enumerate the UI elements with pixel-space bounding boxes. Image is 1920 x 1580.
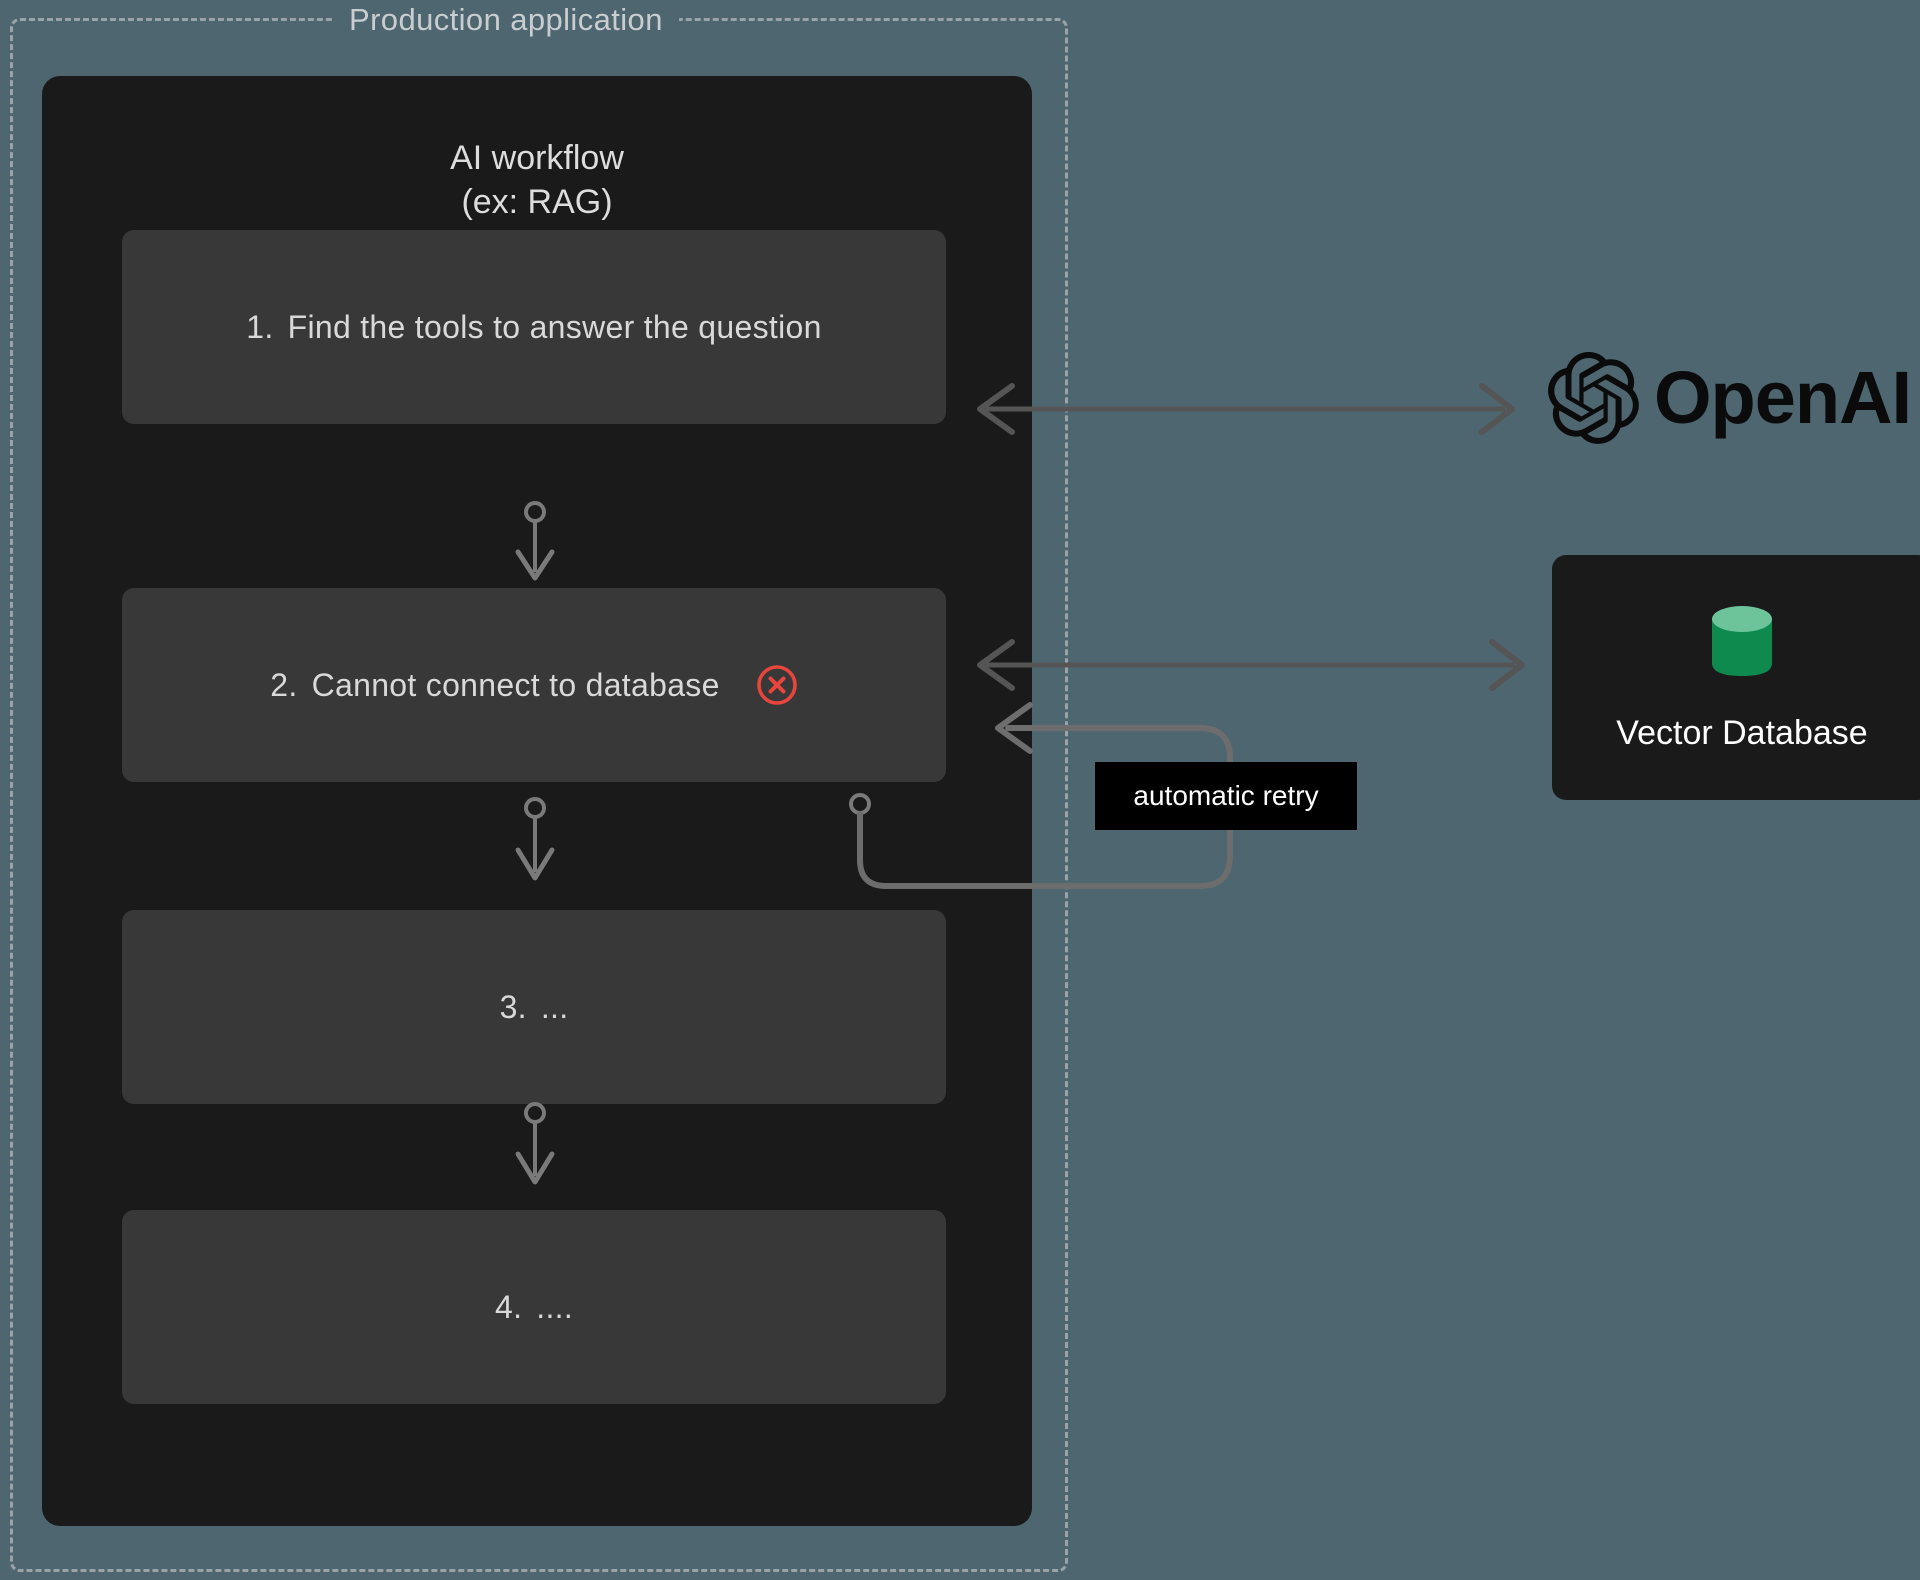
openai-wordmark: OpenAI <box>1654 356 1912 439</box>
workflow-step-1[interactable]: 1. Find the tools to answer the question <box>122 230 946 424</box>
step-4-number: 4. <box>494 1288 523 1325</box>
workflow-step-4[interactable]: 4..... <box>122 1210 946 1404</box>
vector-database-card[interactable]: Vector Database <box>1552 555 1920 800</box>
step-3-label: 3.... <box>500 989 569 1026</box>
workflow-heading: AI workflow (ex: RAG) <box>42 136 1032 224</box>
step-4-label: 4..... <box>495 1289 573 1326</box>
automatic-retry-label: automatic retry <box>1095 762 1357 830</box>
workflow-title: AI workflow <box>450 139 624 177</box>
workflow-step-2[interactable]: 2. Cannot connect to database <box>122 588 946 782</box>
openai-logo-icon <box>1548 352 1639 444</box>
production-application-title: Production application <box>333 2 679 38</box>
step-2-number: 2. <box>270 666 298 703</box>
error-circle-x-icon <box>756 665 797 705</box>
openai-service[interactable]: OpenAI <box>1548 352 1912 444</box>
step-2-text: Cannot connect to database <box>311 666 720 703</box>
vector-database-label: Vector Database <box>1616 714 1868 752</box>
database-cylinder-icon <box>1712 606 1772 676</box>
workflow-step-3[interactable]: 3.... <box>122 910 946 1104</box>
step-2-label: 2. Cannot connect to database <box>270 667 719 704</box>
step-1-number: 1. <box>246 308 274 345</box>
workflow-subtitle: (ex: RAG) <box>461 183 613 222</box>
step-3-number: 3. <box>499 988 527 1025</box>
step-1-label: 1. Find the tools to answer the question <box>246 309 821 346</box>
step-3-text: ... <box>540 988 569 1025</box>
step-1-text: Find the tools to answer the question <box>287 308 822 345</box>
step-4-text: .... <box>536 1288 574 1325</box>
